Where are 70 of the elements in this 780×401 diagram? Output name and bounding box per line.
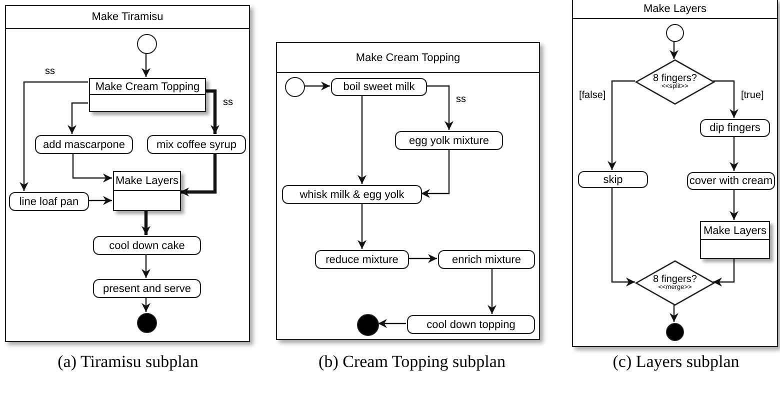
action-node: skip bbox=[578, 171, 648, 188]
arrow bbox=[426, 85, 454, 130]
arrow bbox=[142, 254, 150, 278]
arrow bbox=[88, 196, 112, 205]
arrow bbox=[730, 189, 738, 220]
activity-frame bbox=[276, 42, 540, 340]
subfigure-caption: (b) Cream Topping subplan bbox=[318, 352, 506, 372]
frame-title: Make Layers bbox=[573, 0, 777, 19]
decision-label: 8 fingers? bbox=[653, 73, 697, 84]
arrow bbox=[670, 304, 678, 322]
action-node: enrich mixture bbox=[438, 250, 535, 269]
final-node bbox=[357, 314, 379, 336]
action-node: add mascarpone bbox=[35, 135, 133, 154]
decision-label: 8 fingers? bbox=[653, 274, 697, 286]
action-node: whisk milk & egg yolk bbox=[282, 185, 422, 204]
action-node: cover with cream bbox=[687, 172, 775, 190]
subactivity-box bbox=[113, 171, 181, 211]
start-node bbox=[666, 24, 684, 42]
arrow bbox=[488, 268, 496, 314]
edge-label: ss bbox=[455, 94, 467, 105]
action-node: reduce mixture bbox=[315, 250, 409, 269]
arrow bbox=[142, 53, 150, 77]
arrow bbox=[142, 210, 150, 235]
action-node: mix coffee syrup bbox=[147, 135, 246, 154]
subfigure-caption: (a) Tiramisu subplan bbox=[58, 352, 198, 372]
arrow bbox=[670, 41, 678, 59]
subactivity-title: Make Layers bbox=[701, 222, 769, 240]
subactivity-box bbox=[89, 78, 206, 112]
action-node: cool down cake bbox=[93, 236, 201, 255]
arrow bbox=[358, 203, 366, 249]
action-node: egg yolk mixture bbox=[395, 131, 503, 150]
subactivity-title: Make Cream Topping bbox=[90, 79, 205, 95]
decision-diamond bbox=[636, 261, 714, 305]
final-node bbox=[137, 313, 157, 333]
frame-title: Make Cream Topping bbox=[277, 43, 539, 73]
final-node bbox=[666, 323, 684, 341]
arrow bbox=[72, 153, 112, 182]
arrow bbox=[378, 319, 406, 328]
arrow bbox=[205, 89, 220, 134]
start-node bbox=[137, 34, 157, 54]
arrow bbox=[68, 102, 88, 134]
arrow bbox=[608, 80, 635, 170]
action-node: cool down topping bbox=[407, 315, 535, 334]
arrow bbox=[180, 153, 217, 196]
arrow bbox=[358, 95, 366, 184]
edge-label: [false] bbox=[578, 90, 607, 101]
frame-title: Make Tiramisu bbox=[6, 6, 249, 29]
arrow bbox=[730, 136, 738, 171]
action-node: line loaf pan bbox=[9, 192, 89, 211]
arrow bbox=[611, 187, 635, 286]
arrow bbox=[713, 80, 738, 118]
subactivity-box bbox=[700, 221, 770, 259]
activity-frame bbox=[572, 0, 778, 347]
activity-frame bbox=[5, 5, 250, 342]
decision-diamond bbox=[636, 60, 714, 104]
arrow bbox=[713, 258, 735, 286]
subactivity-title: Make Layers bbox=[114, 172, 180, 191]
arrow bbox=[304, 82, 330, 90]
edge-label: ss bbox=[222, 97, 234, 108]
arrow bbox=[20, 81, 88, 191]
subfigure-caption: (c) Layers subplan bbox=[612, 352, 740, 372]
action-node: dip fingers bbox=[700, 119, 770, 137]
action-node: present and serve bbox=[93, 279, 201, 298]
arrow bbox=[142, 297, 150, 312]
action-node: boil sweet milk bbox=[331, 78, 427, 96]
edge-label: [true] bbox=[740, 90, 765, 101]
edge-label: ss bbox=[44, 66, 56, 77]
start-node bbox=[285, 77, 305, 97]
arrow bbox=[408, 254, 437, 263]
arrow bbox=[421, 149, 450, 198]
